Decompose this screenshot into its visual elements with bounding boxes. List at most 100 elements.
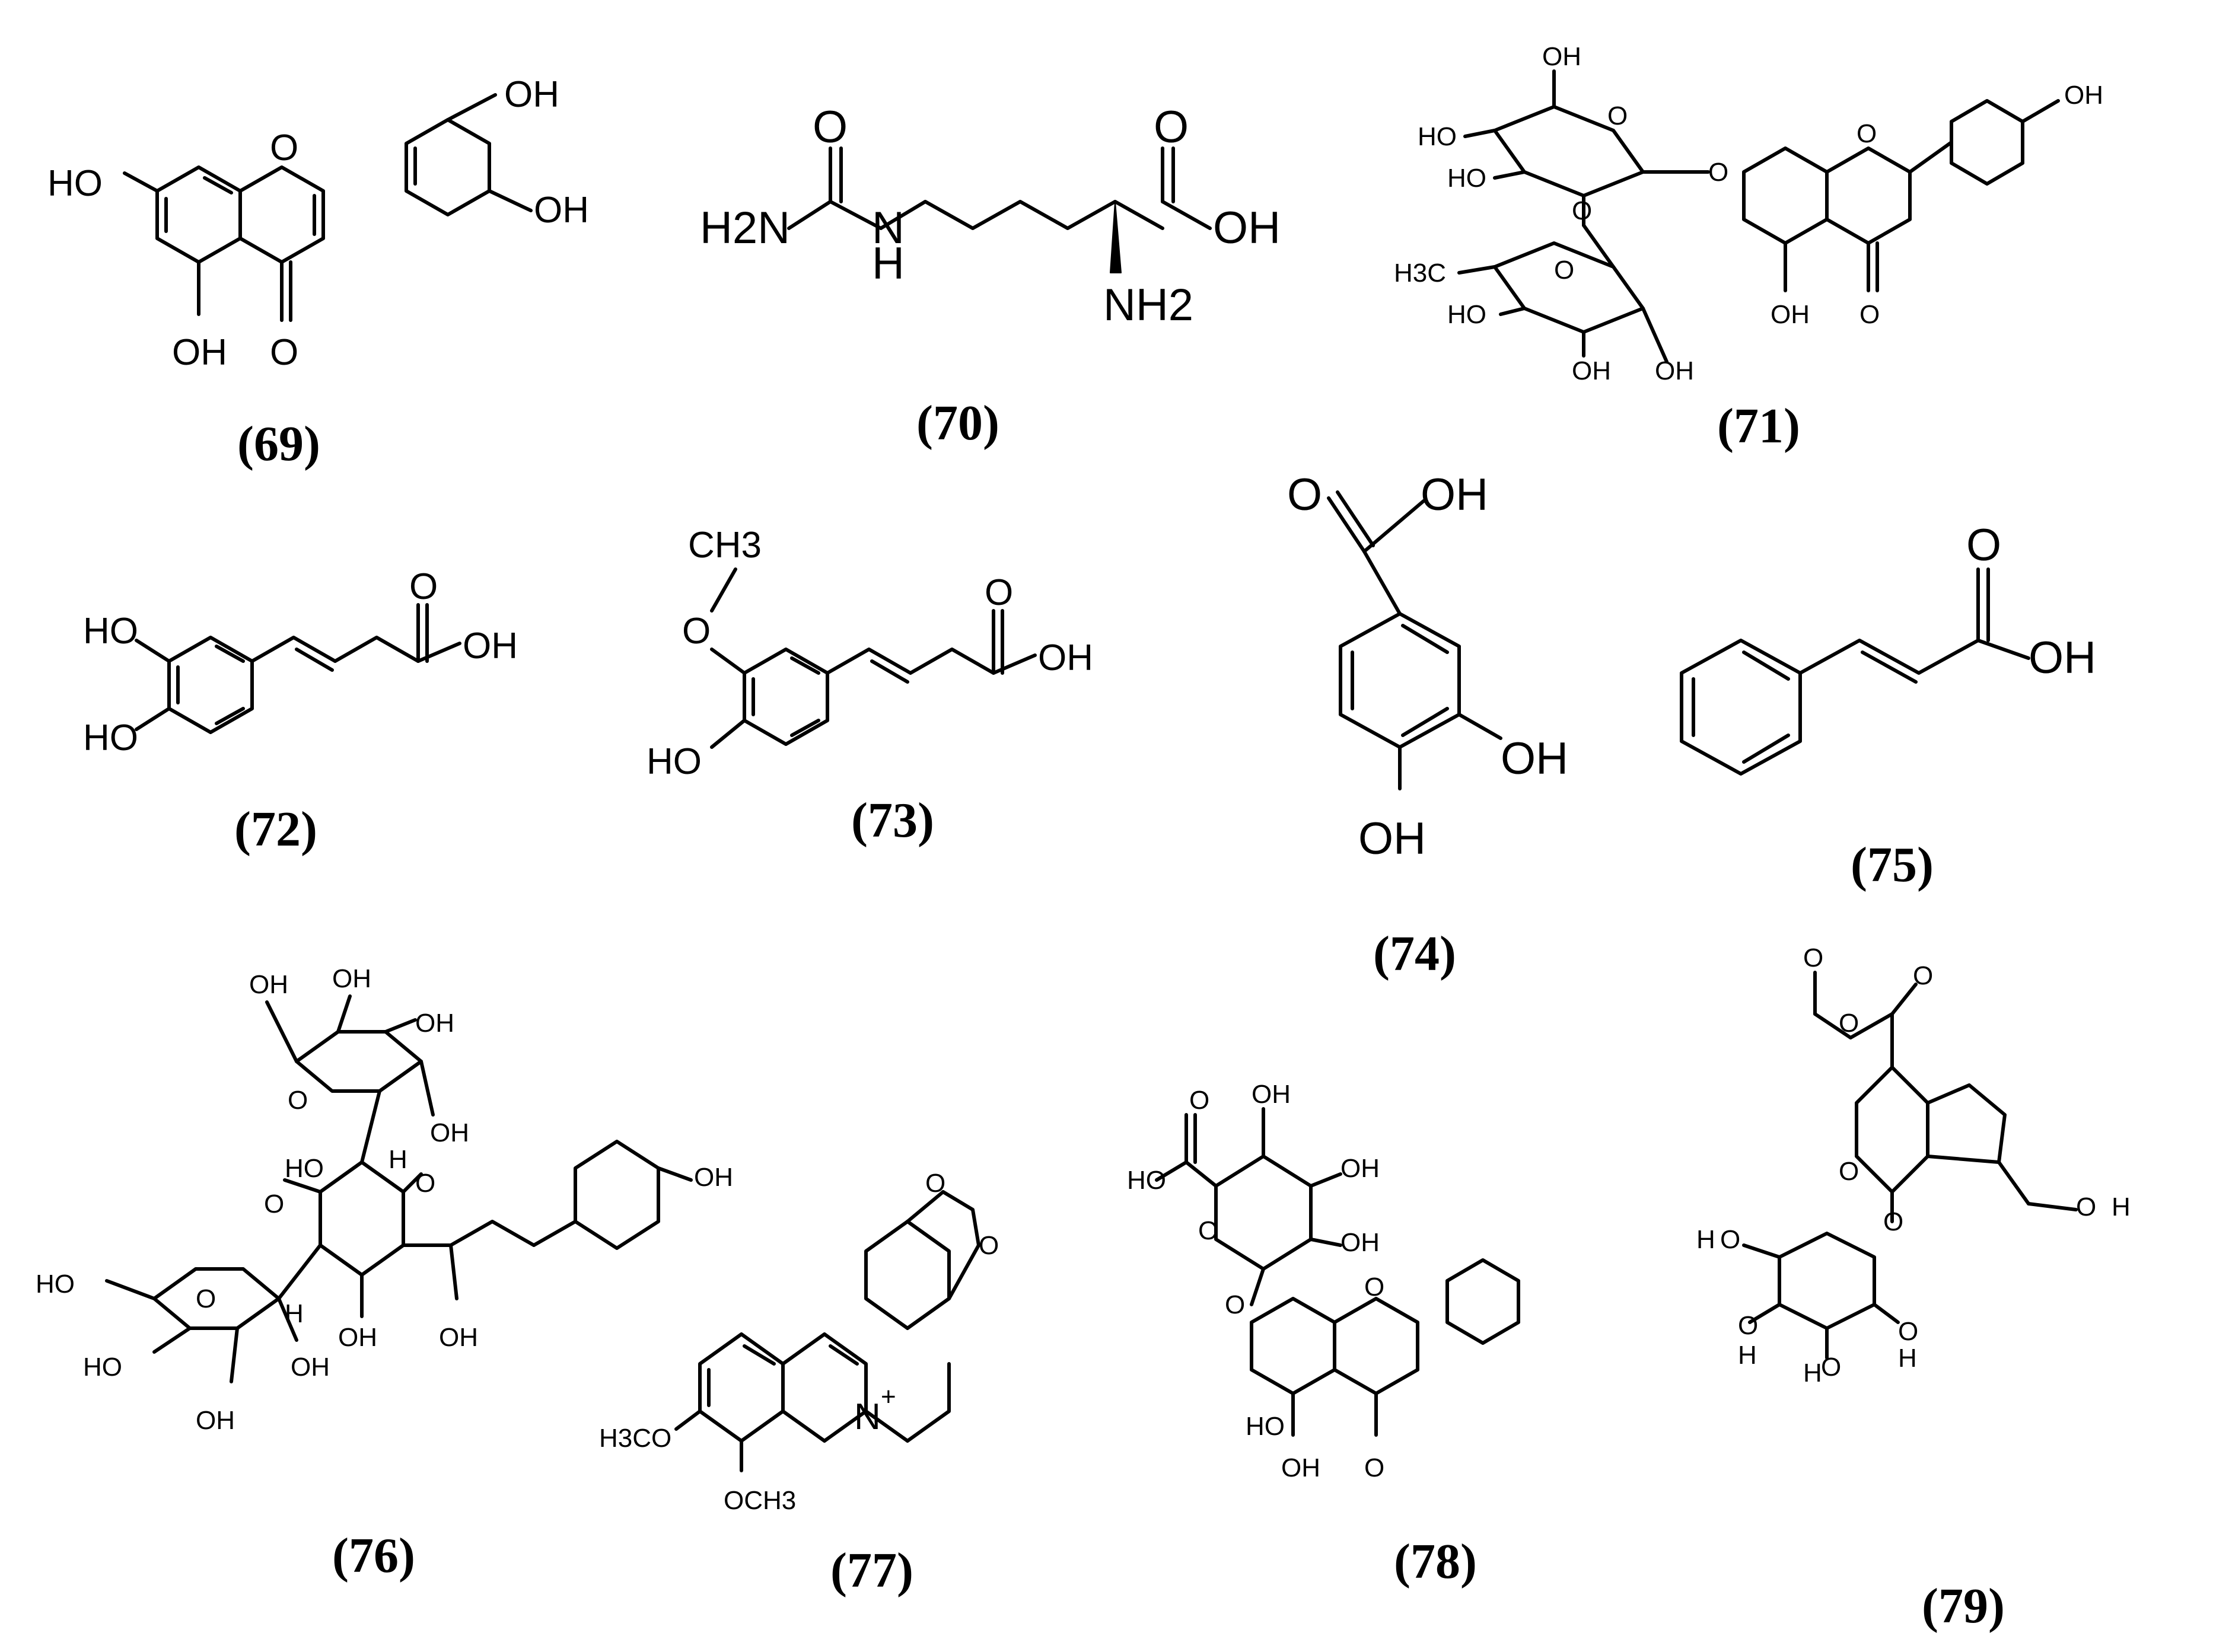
atom-label: O — [1225, 1290, 1245, 1319]
compound-label: (73) — [851, 793, 934, 848]
compound-label: (77) — [830, 1543, 913, 1598]
atom-label: OH — [694, 1163, 733, 1192]
compound-label: (70) — [916, 396, 999, 451]
atom-label: OH — [1340, 1228, 1380, 1257]
atom-label: OH — [1252, 1080, 1291, 1109]
atom-label: OH — [196, 1406, 235, 1435]
atom-label: OH — [1213, 203, 1281, 253]
atom-label: + — [881, 1382, 896, 1411]
atom-label: HO — [647, 741, 702, 782]
atom-label: OH — [1655, 356, 1694, 385]
atom-label: O — [270, 127, 298, 168]
atom-label: HO — [83, 1353, 122, 1382]
atom-label: HO — [83, 611, 138, 652]
atom-label: OH — [172, 332, 227, 373]
atom-label: OH — [1542, 42, 1581, 71]
atom-label: H — [1696, 1225, 1715, 1254]
atom-label: OH — [1281, 1453, 1320, 1482]
atom-label: O — [1189, 1086, 1209, 1115]
atom-label: OH — [534, 190, 589, 231]
atom-label: O — [196, 1284, 216, 1313]
atom-label: O — [1898, 1317, 1918, 1346]
atom-label: O — [1198, 1216, 1218, 1245]
atom-label: OH — [1358, 814, 1426, 864]
atom-label: O — [1708, 158, 1728, 187]
atom-label: OH — [504, 74, 559, 115]
atom-label: OH — [1771, 300, 1810, 329]
atom-label: O — [1859, 300, 1880, 329]
atom-label: HO — [1418, 122, 1457, 151]
atom-label: OH — [1421, 470, 1488, 520]
atom-label: O — [1821, 1353, 1841, 1382]
atom-label: OH — [2029, 633, 2096, 683]
atom-label: OH — [332, 964, 371, 993]
atom-label: OH — [1340, 1154, 1380, 1183]
compound-label: (76) — [332, 1528, 415, 1583]
atom-label: O — [979, 1231, 999, 1260]
compound-label: (74) — [1373, 926, 1456, 981]
atom-label: OH — [249, 970, 288, 999]
atom-label: HO — [47, 163, 103, 204]
atom-label: H3C — [1394, 259, 1446, 288]
atom-label: HO — [1447, 300, 1486, 329]
atom-label: OH — [338, 1323, 377, 1352]
atom-label: O — [1803, 943, 1823, 972]
atom-label: OH — [415, 1009, 454, 1038]
atom-label: O — [1883, 1207, 1903, 1236]
atom-label: HO — [36, 1270, 75, 1299]
atom-label: O — [409, 566, 438, 607]
atom-label: OH — [1572, 356, 1611, 385]
atom-label: O — [1287, 470, 1322, 520]
atom-label: HO — [1447, 164, 1486, 193]
atom-label: H3CO — [599, 1424, 671, 1453]
atom-label: O — [2076, 1192, 2096, 1222]
atom-label: HO — [83, 717, 138, 758]
atom-label: O — [1364, 1273, 1384, 1302]
atom-label: OH — [2064, 81, 2103, 110]
atom-label: O — [682, 611, 711, 652]
atom-label: OCH3 — [724, 1486, 796, 1515]
atom-label: OH — [430, 1118, 469, 1147]
atom-label: O — [813, 102, 848, 152]
atom-label: CH3 — [688, 525, 762, 566]
atom-label: H — [389, 1145, 407, 1174]
atom-label: O — [1913, 961, 1933, 990]
atom-label: H — [2112, 1192, 2131, 1222]
atom-label: O — [985, 572, 1013, 613]
atom-label: HO — [1127, 1166, 1166, 1195]
atom-label: O — [1572, 196, 1592, 225]
atom-label: N — [854, 1396, 881, 1437]
atom-label: O — [288, 1086, 308, 1115]
atom-label: HO — [1246, 1412, 1285, 1441]
atom-label: H — [1803, 1358, 1822, 1388]
atom-label: O — [1364, 1453, 1384, 1482]
atom-label: HO — [285, 1154, 324, 1183]
atom-label: H — [1898, 1344, 1917, 1373]
atom-label: O — [415, 1169, 435, 1198]
atom-label: O — [270, 332, 298, 373]
atom-label: H — [872, 238, 905, 289]
atom-label: OH — [1038, 637, 1093, 678]
atom-label: H — [285, 1299, 304, 1328]
atom-label: OH — [463, 626, 518, 666]
atom-label: H — [1738, 1341, 1757, 1370]
compound-label: (79) — [1922, 1578, 2005, 1634]
atom-label: N — [872, 203, 905, 253]
atom-label: O — [1607, 101, 1628, 130]
compound-label: (72) — [234, 802, 317, 857]
compound-label: (69) — [237, 416, 320, 471]
compound-label: (71) — [1717, 398, 1800, 454]
atom-label: O — [1966, 520, 2001, 570]
atom-label: OH — [439, 1323, 478, 1352]
